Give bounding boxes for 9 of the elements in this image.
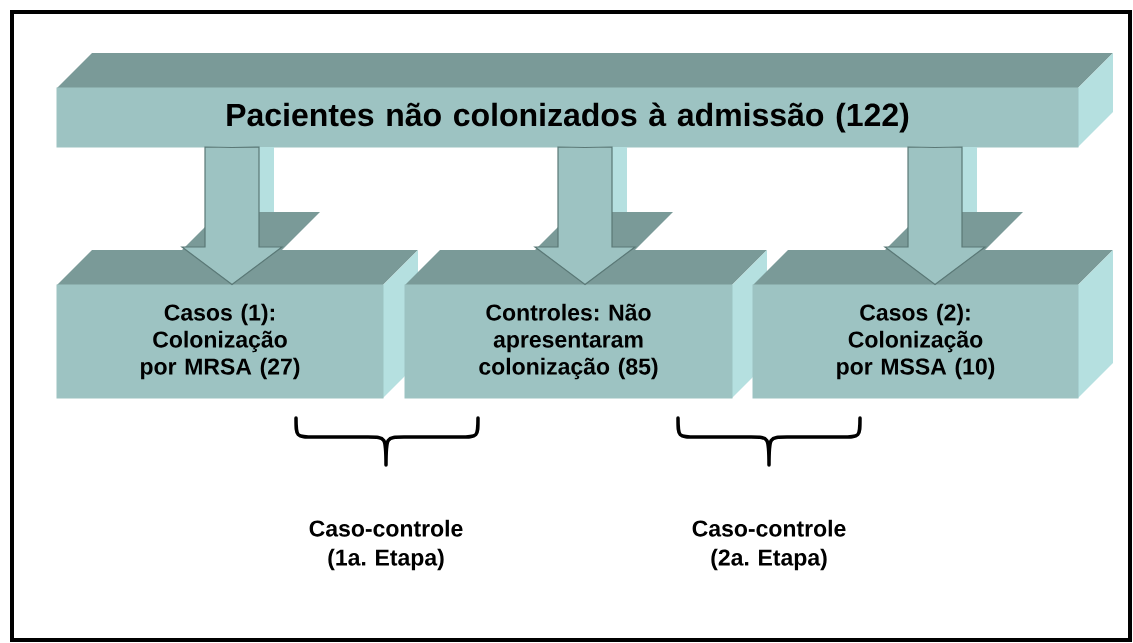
block-arrow xyxy=(180,146,284,286)
block: Casos (1): Colonização por MRSA (27) xyxy=(56,250,418,399)
block-arrow xyxy=(533,146,637,286)
block: Controles: Não apresentaram colonização (85) xyxy=(404,250,767,399)
block: Pacientes não colonizados à admissão (122) xyxy=(56,53,1113,148)
bracket-label: Caso-controle (1a. Etapa) xyxy=(309,519,463,571)
block: Casos (2): Colonização por MSSA (10) xyxy=(752,250,1113,399)
bracket-label: Caso-controle (2a. Etapa) xyxy=(692,519,846,571)
block-arrow xyxy=(883,146,987,286)
